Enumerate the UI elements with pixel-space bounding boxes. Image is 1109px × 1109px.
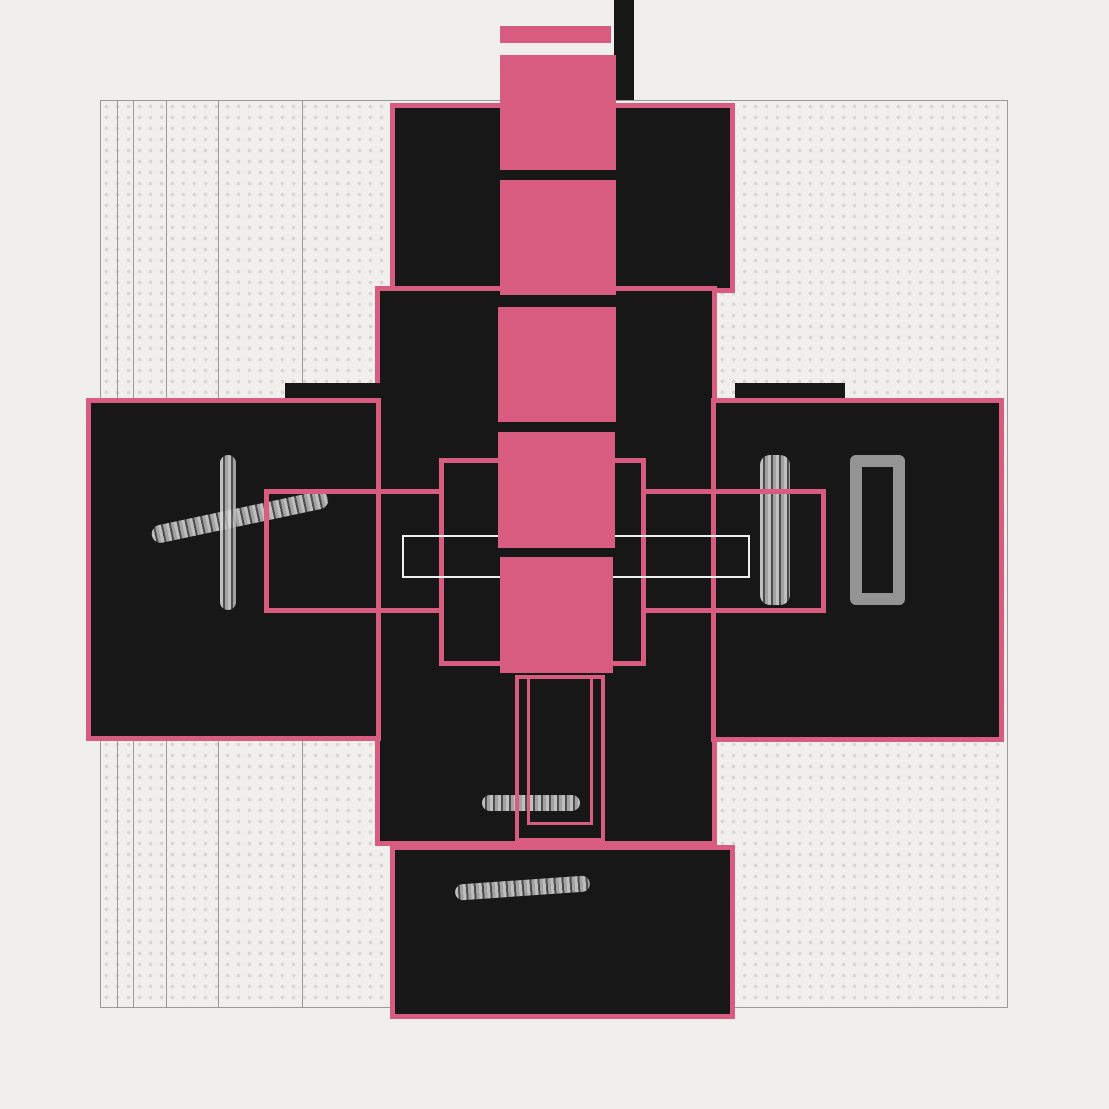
scribble-mark xyxy=(760,455,790,605)
scribble-mark xyxy=(850,455,905,605)
bottom-block xyxy=(390,845,735,1019)
bottom-pink-inner-outline xyxy=(527,675,593,825)
pink-square xyxy=(500,180,616,295)
pink-square xyxy=(498,307,616,422)
top-black-bar xyxy=(614,0,634,100)
scribble-mark xyxy=(220,455,236,610)
top-pink-bar xyxy=(500,26,611,43)
pink-square xyxy=(500,55,616,170)
scribble-mark xyxy=(482,795,580,811)
pink-square xyxy=(498,432,615,548)
pink-square xyxy=(500,557,613,673)
